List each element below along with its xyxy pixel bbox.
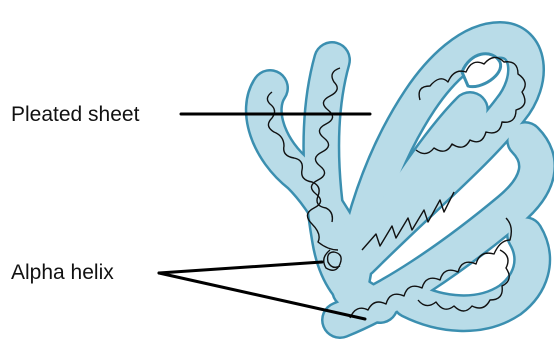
alpha-helix-leader-line-upper bbox=[159, 262, 322, 273]
pleated-sheet-label: Pleated sheet bbox=[11, 104, 139, 125]
alpha-helix-label: Alpha helix bbox=[11, 262, 114, 283]
